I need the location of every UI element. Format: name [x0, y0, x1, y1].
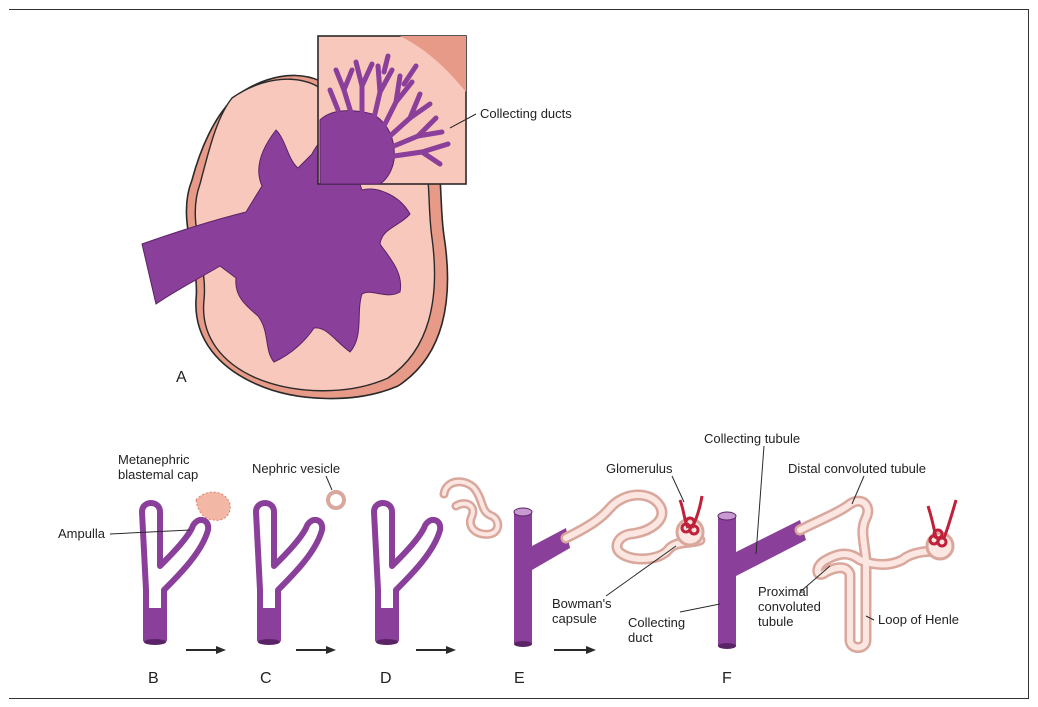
panel-c-stalk-end — [258, 639, 280, 645]
panel-e-glomerulus — [680, 496, 702, 534]
collecting-duct-label-line1: Collecting — [628, 615, 685, 630]
blastemal-cap — [196, 492, 230, 520]
bowmans-label-line1: Bowman's — [552, 596, 612, 611]
panel-d-diagram — [374, 482, 498, 654]
collecting-tubule-leader — [756, 446, 764, 554]
panel-label-f: F — [722, 670, 732, 688]
collecting-tubule-label: Collecting tubule — [704, 431, 800, 446]
panel-f-duct-top — [718, 512, 736, 520]
nephric-vesicle-label: Nephric vesicle — [252, 461, 340, 476]
kidney-panel-a — [142, 36, 476, 399]
panel-label-a: A — [176, 369, 187, 387]
panel-b-diagram — [110, 492, 230, 654]
collecting-duct-label-line2: duct — [628, 630, 653, 645]
panel-f-duct — [718, 516, 736, 646]
nephric-vesicle-leader — [326, 476, 332, 490]
panel-c-stalk — [258, 608, 280, 642]
metanephric-label-line1: Metanephric — [118, 452, 190, 467]
nephric-vesicle — [328, 492, 344, 508]
panel-label-b: B — [148, 670, 159, 688]
panel-b-stalk — [144, 608, 166, 642]
distal-convoluted-tubule-label: Distal convoluted tubule — [788, 461, 926, 476]
panel-b-stalk-end — [144, 639, 166, 645]
panel-label-d: D — [380, 670, 392, 688]
metanephric-label-line2: blastemal cap — [118, 467, 198, 482]
panel-d-stalk-end — [376, 639, 398, 645]
panel-d-stalk — [376, 608, 398, 642]
ampulla-label: Ampulla — [58, 526, 105, 541]
proximal-label-line3: tubule — [758, 614, 793, 629]
loop-of-henle-label: Loop of Henle — [878, 612, 959, 627]
collecting-ducts-label: Collecting ducts — [480, 106, 572, 121]
panel-c-diagram — [256, 476, 344, 654]
panel-label-c: C — [260, 670, 272, 688]
bowmans-label-line2: capsule — [552, 611, 597, 626]
panel-e-duct-top — [514, 508, 532, 516]
collecting-duct-leader — [680, 604, 720, 612]
glomerulus-label: Glomerulus — [606, 461, 672, 476]
proximal-label-line2: convoluted — [758, 599, 821, 614]
glomerulus-leader — [672, 476, 684, 502]
proximal-label-line1: Proximal — [758, 584, 809, 599]
panel-label-e: E — [514, 670, 525, 688]
panel-e-duct — [514, 512, 532, 644]
